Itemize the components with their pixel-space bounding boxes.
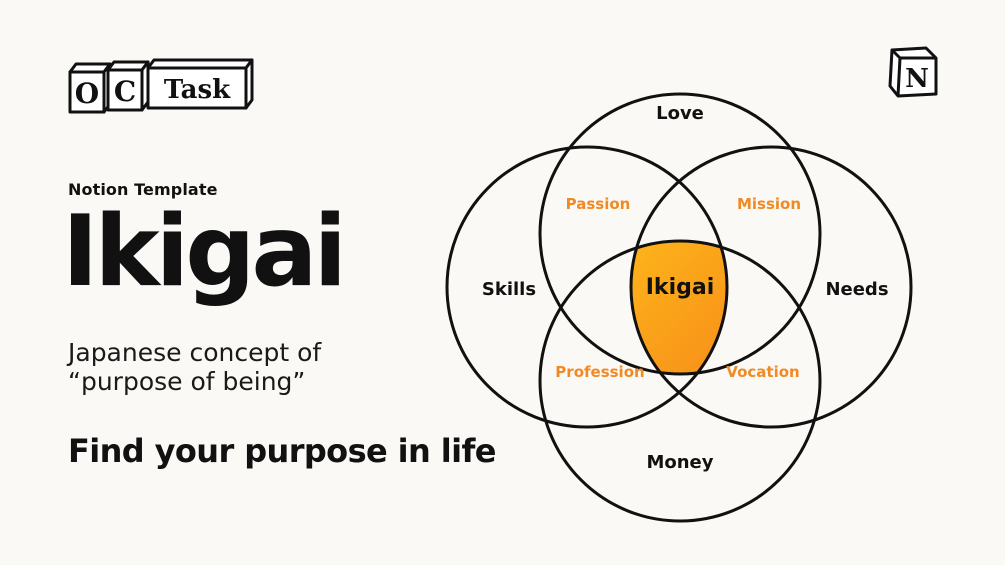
logo-word-task: Task [164, 75, 231, 105]
circle-money [538, 239, 822, 523]
notion-icon: N [886, 46, 938, 98]
page-title: Ikigai [62, 195, 347, 309]
template-subtitle: Notion Template [68, 180, 218, 199]
octask-logo: O C Task [66, 56, 256, 120]
logo-letter-c: C [114, 75, 136, 108]
concept-line-1: Japanese concept of [68, 338, 322, 367]
circle-needs [629, 145, 913, 429]
label-mission: Mission [737, 195, 801, 213]
label-profession: Profession [555, 363, 644, 381]
concept-line-2: “purpose of being” [68, 367, 306, 396]
label-needs: Needs [825, 279, 888, 300]
concept-description: Japanese concept of “purpose of being” [68, 338, 398, 396]
label-skills: Skills [482, 279, 536, 300]
label-ikigai-center: Ikigai [646, 275, 715, 300]
ikigai-venn-diagram: Love Skills Needs Money Passion Mission … [440, 48, 930, 528]
label-passion: Passion [566, 195, 631, 213]
circle-skills [445, 145, 729, 429]
label-vocation: Vocation [726, 363, 799, 381]
label-money: Money [646, 452, 713, 473]
label-love: Love [656, 103, 704, 124]
logo-letter-o: O [75, 77, 99, 110]
circle-love [538, 92, 822, 376]
notion-letter: N [905, 64, 929, 94]
tagline: Find your purpose in life [68, 432, 497, 470]
